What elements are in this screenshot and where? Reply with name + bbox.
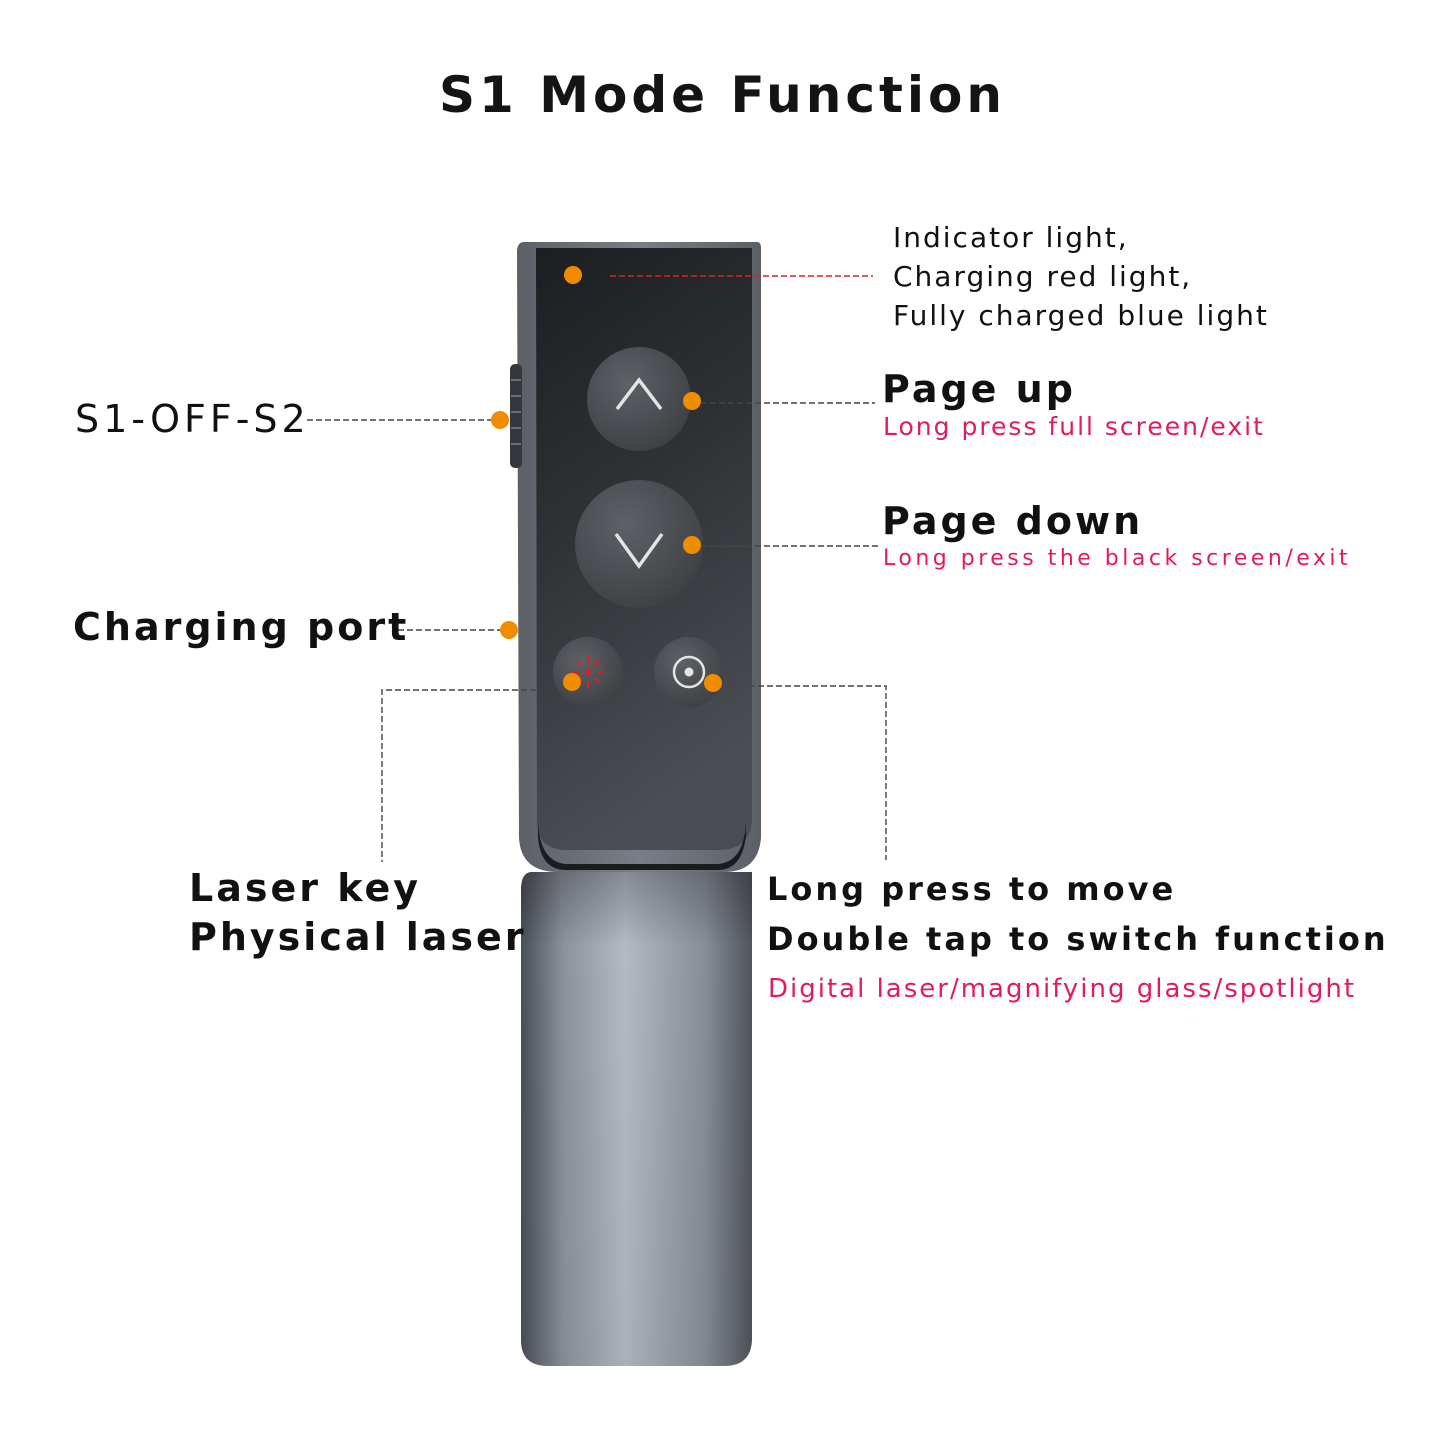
laser-key-button[interactable]: [553, 637, 623, 707]
page-up-sublabel: Long press full screen/exit: [883, 412, 1265, 441]
laser-callout: Laser key Physical laser: [189, 864, 527, 962]
function-leader: [713, 685, 887, 860]
mode-switch[interactable]: [510, 364, 522, 468]
remote-handle: [521, 872, 752, 1366]
laser-leader: [381, 689, 572, 862]
page-up-button[interactable]: [587, 347, 691, 451]
leader-lines: [307, 275, 887, 862]
laser-key-marker: [563, 673, 581, 691]
indicator-line-2: Charging red light,: [893, 260, 1193, 293]
laser-line-1: Laser key: [189, 866, 422, 910]
indicator-line-1: Indicator light,: [893, 221, 1129, 254]
remote-neck: [538, 822, 746, 870]
switch-marker: [491, 411, 509, 429]
charging-port-label: Charging port: [73, 605, 410, 649]
page-up-marker: [683, 392, 701, 410]
charging-port-marker: [500, 621, 518, 639]
function-sublabel: Digital laser/magnifying glass/spotlight: [768, 974, 1357, 1004]
indicator-callout: Indicator light, Charging red light, Ful…: [893, 218, 1269, 335]
chevron-down-icon: [614, 532, 664, 569]
page-down-marker: [683, 536, 701, 554]
switch-label: S1-OFF-S2: [75, 397, 310, 441]
target-circle-icon: [672, 655, 706, 689]
page-up-label: Page up: [882, 367, 1076, 411]
page-down-sublabel: Long press the black screen/exit: [883, 546, 1352, 571]
laser-line-2: Physical laser: [189, 915, 527, 959]
function-button-marker: [704, 674, 722, 692]
page-title: S1 Mode Function: [439, 66, 1006, 124]
chevron-up-icon: [615, 377, 663, 411]
page-down-label: Page down: [882, 499, 1144, 543]
function-line-2: Double tap to switch function: [767, 920, 1389, 958]
function-line-1: Long press to move: [767, 870, 1177, 908]
indicator-line-3: Fully charged blue light: [893, 299, 1269, 332]
page-down-button[interactable]: [575, 480, 703, 608]
indicator-light-marker: [564, 266, 582, 284]
function-button[interactable]: [654, 637, 724, 707]
markers: [491, 266, 722, 692]
